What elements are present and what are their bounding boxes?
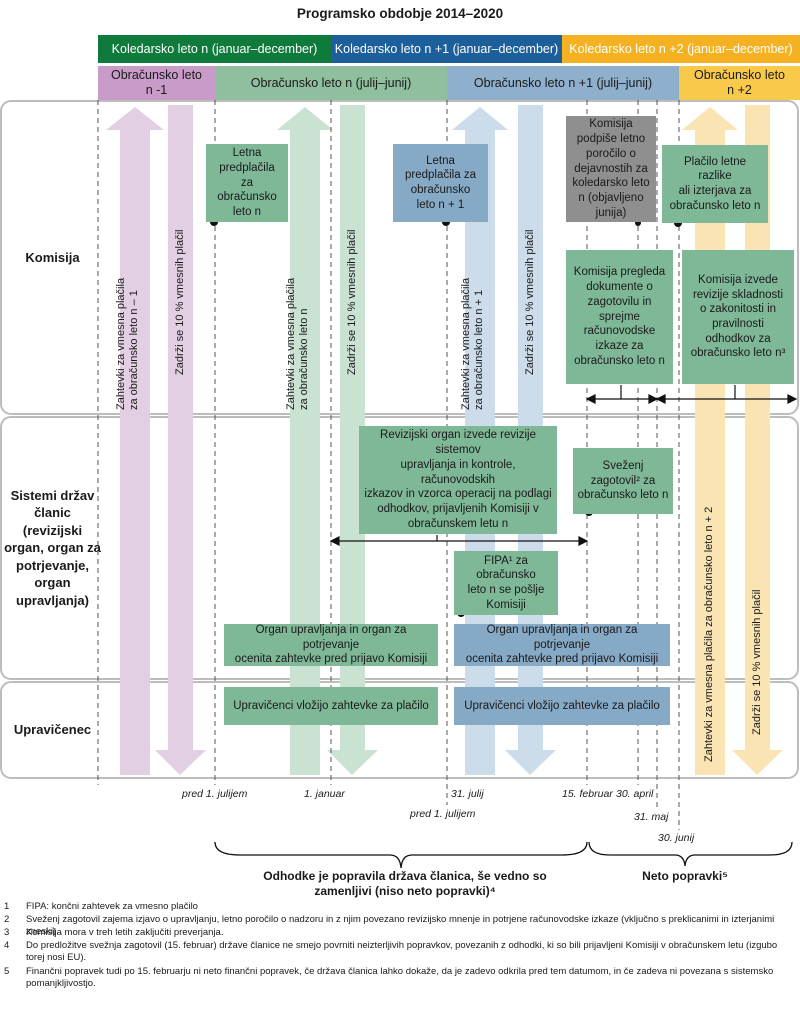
calendar-band-n2 [562, 35, 800, 63]
box-commission-reviews: Komisija pregleda dokumente o zagotovilu… [566, 250, 673, 384]
calendar-year-n: Koledarsko leto n (januar–december) [111, 42, 318, 56]
accounting-band-n1 [447, 66, 679, 100]
footnote-text: Sveženj zagotovil zajema izjavo o upravl… [26, 914, 775, 938]
accounting-band-n-minus-1 [98, 66, 215, 100]
footnote-number: 4 [4, 940, 10, 951]
arrow-label-interim-n2: Zahtevki za vmesna plačila za obračunsko… [703, 506, 715, 762]
box-managing-authority-n1: Organ upravljanja in organ za potrjevanj… [454, 624, 670, 666]
box-prefinancing-n1: Letna predplačila za obračunsko leto n +… [393, 144, 488, 222]
footnote-number: 3 [4, 927, 10, 938]
arrow-label-interim-n1: Zahtevki za vmesna plačila za obračunsko… [460, 277, 486, 410]
date-lines [97, 100, 680, 830]
arrow-label-retain-2: Zadrži se 10 % vmesnih plačil [346, 229, 358, 375]
accounting-band-n2 [679, 66, 800, 100]
footnote-text: Do predložitve svežnja zagotovil (15. fe… [26, 940, 778, 964]
brace-net [588, 841, 793, 867]
calendar-band-n1 [331, 35, 562, 63]
brace-label-corrected: Odhodke je popravila država članica, še … [263, 869, 547, 898]
box-managing-authority-n: Organ upravljanja in organ za potrjevanj… [224, 624, 438, 666]
row-commission [0, 100, 799, 415]
footnote-number: 2 [4, 914, 10, 925]
box-commission-signs: Komisija podpiše letno poročilo o dejavn… [566, 116, 656, 222]
arrow-label-retain-4: Zadrži se 10 % vmesnih plačil [751, 589, 763, 735]
brace-label-net: Neto popravki⁵ [642, 869, 728, 883]
arrow-label-interim-n-minus-1: Zahtevki za vmesna plačila za obračunsko… [115, 277, 141, 410]
accounting-year-n-minus-1: Obračunsko leto n -1 [110, 68, 203, 97]
date-june-30: 30. junij [658, 832, 695, 844]
date-april-30: 30. april [616, 788, 654, 800]
footnote-1: 1 FIPA: končni zahtevek za vmesno plačil… [4, 901, 796, 913]
calendar-year-n2: Koledarsko leto n +2 (januar–december) [569, 42, 793, 56]
date-january-1: 1. januar [304, 788, 345, 800]
brace-corrected [214, 841, 588, 869]
footnote-number: 5 [4, 966, 10, 977]
arrow-label-interim-n: Zahtevki za vmesna plačila za obračunsko… [285, 277, 311, 410]
arrow-interim-n [277, 107, 333, 775]
footnote-text: Finančni popravek tudi po 15. februarju … [26, 966, 774, 990]
row-beneficiary [0, 681, 799, 779]
footnote-3: 3 Komisija mora v treh letih zaključiti … [4, 927, 796, 939]
box-prefinancing-n: Letna predplačila za obračunsko leto n [206, 144, 288, 222]
box-audit-authority: Revizijski organ izvede revizije sistemo… [359, 426, 557, 534]
page-title: Programsko obdobje 2014–2020 [296, 6, 504, 21]
arrow-interim-n-minus-1 [106, 107, 164, 775]
footnote-2: 2 Sveženj zagotovil zajema izjavo o upra… [4, 914, 796, 939]
arrow-retain-1 [155, 105, 206, 775]
footnote-4: 4 Do predložitve svežnja zagotovil (15. … [4, 940, 796, 965]
box-beneficiaries-n1: Upravičenci vložijo zahtevke za plačilo [454, 687, 670, 725]
accounting-year-n2: Obračunsko leto n +2 [693, 68, 786, 97]
date-february-15: 15. februar [562, 788, 613, 800]
footnote-text: Komisija mora v treh letih zaključiti pr… [26, 927, 224, 938]
box-payment-balance: Plačilo letne razlike ali izterjava za o… [662, 145, 768, 223]
row-label-member-states: Sistemi držav članic (revizijski organ, … [4, 487, 101, 608]
row-member-states [0, 416, 799, 680]
box-fipa: FIPA¹ za obračunsko leto n se pošlje Kom… [454, 551, 558, 615]
box-beneficiaries-n: Upravičenci vložijo zahtevke za plačilo [224, 687, 438, 725]
footnote-number: 1 [4, 901, 10, 912]
date-before-july-1b: pred 1. julijem [410, 808, 476, 820]
arrow-label-retain-1: Zadrži se 10 % vmesnih plačil [174, 229, 186, 375]
calendar-year-n1: Koledarsko leto n +1 (januar–december) [334, 42, 559, 56]
calendar-band-n [98, 35, 331, 63]
box-assurance-package: Sveženj zagotovil² za obračunsko leto n [573, 448, 673, 514]
period-arrows [329, 385, 798, 546]
row-label-commission: Komisija [25, 249, 80, 265]
box-commission-audits: Komisija izvede revizije skladnosti o za… [682, 250, 794, 384]
accounting-band-n [215, 66, 447, 100]
row-label-beneficiary: Upravičenec [13, 722, 92, 738]
arrow-label-retain-3: Zadrži se 10 % vmesnih plačil [524, 229, 536, 375]
accounting-year-n1: Obračunsko leto n +1 (julij–junij) [473, 75, 653, 90]
accounting-year-n: Obračunsko leto n (julij–junij) [250, 75, 412, 90]
date-before-july-1a: pred 1. julijem [182, 788, 248, 800]
footnote-text: FIPA: končni zahtevek za vmesno plačilo [26, 901, 198, 912]
arrow-retain-2 [327, 105, 378, 775]
footnote-5: 5 Finančni popravek tudi po 15. februarj… [4, 966, 796, 991]
date-may-31: 31. maj [634, 811, 669, 823]
date-july-31: 31. julij [451, 788, 484, 800]
